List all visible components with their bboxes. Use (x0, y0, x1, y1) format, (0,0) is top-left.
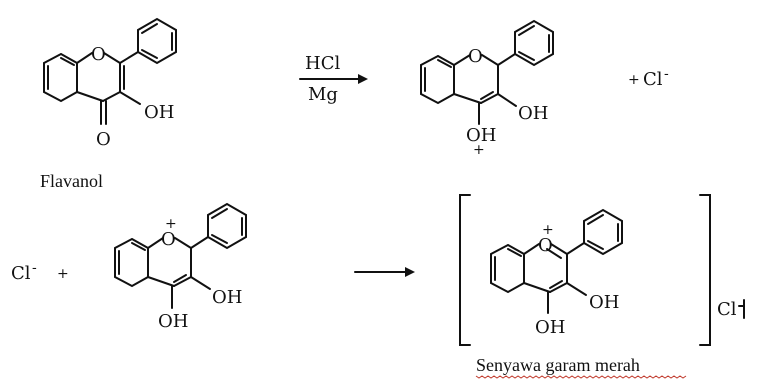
flavanol-structure (43, 17, 177, 125)
chloride-charge-1: - (664, 66, 669, 82)
flavanol-label: Flavanol (40, 171, 103, 191)
intermediate-hydroxyl-3: OH (518, 103, 548, 124)
red-salt-hydroxyl-3: OH (589, 292, 619, 313)
spellcheck-underline (475, 375, 687, 379)
intermediate-ring-oxygen: O (468, 46, 483, 67)
intermediate-structure (420, 19, 554, 125)
plus-sign-1: + (628, 72, 640, 88)
oxonium-hydroxyl-4: OH (158, 311, 188, 332)
reagent-hcl: HCl (305, 53, 340, 74)
flavanol-hydroxyl: OH (144, 102, 174, 123)
oxonium-ring-oxygen: O (161, 229, 176, 250)
flavanol-carbonyl-oxygen: O (96, 129, 111, 150)
chloride-charge-2: - (32, 260, 37, 276)
reaction-arrow-1 (299, 74, 368, 84)
red-salt-ring-oxygen: O (538, 235, 553, 256)
intermediate-positive-charge: + (473, 142, 485, 158)
chloride-ion-1: Cl (643, 69, 663, 90)
red-salt-hydroxyl-4: OH (535, 317, 565, 338)
right-bracket (699, 194, 711, 346)
oxonium-hydroxyl-3: OH (212, 287, 242, 308)
product-chloride-ion: Cl (717, 299, 737, 320)
left-bracket (459, 194, 471, 346)
oxonium-positive-charge: + (165, 216, 177, 232)
reagent-mg: Mg (308, 84, 338, 105)
plus-sign-2: + (57, 266, 69, 282)
red-salt-label: Senyawa garam merah (476, 355, 640, 375)
red-salt-positive-charge: + (542, 222, 554, 238)
flavanol-ring-oxygen: O (91, 44, 106, 65)
reaction-arrow-2 (354, 267, 415, 277)
red-salt-structure (490, 208, 623, 314)
intermediate-hydroxyl-4: OH (466, 125, 496, 146)
chloride-ion-2: Cl (11, 263, 31, 284)
oxonium-structure (114, 202, 247, 309)
